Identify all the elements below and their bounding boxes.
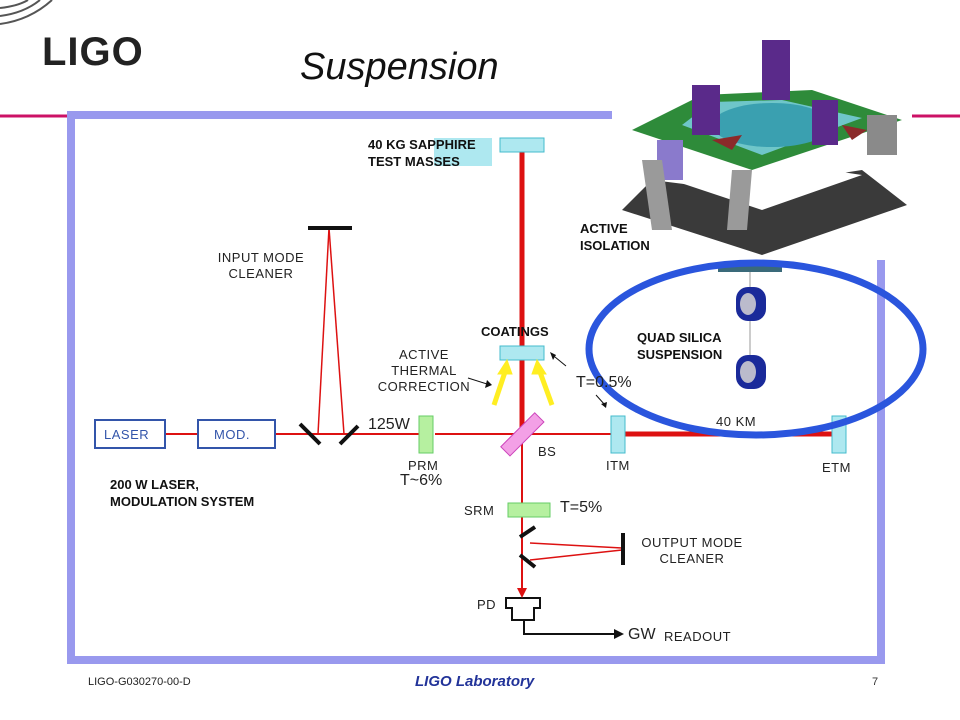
logo: LIGO xyxy=(42,30,144,74)
pd-detector xyxy=(505,597,541,621)
imc-left-mirror xyxy=(298,422,322,446)
laser-label: LASER xyxy=(104,427,150,442)
itm-transmission-label: T=0.5% xyxy=(576,374,632,391)
output-mode-cleaner-label: OUTPUT MODE CLEANER xyxy=(641,535,743,566)
pd-arrow-icon xyxy=(517,588,527,598)
coatings-callout: COATINGS xyxy=(481,324,549,339)
ligo-logo-icon xyxy=(0,0,53,25)
beam-splitter xyxy=(500,412,545,457)
srm-label: SRM xyxy=(464,503,495,518)
prm-transmission-label: T~6% xyxy=(400,472,443,489)
gw-arrow-icon xyxy=(614,629,624,639)
srm-optic xyxy=(507,502,551,518)
active-isolation-illustration xyxy=(612,30,912,260)
thermal-optic xyxy=(499,345,545,361)
omc-mirror-2 xyxy=(518,553,537,569)
srm-transmission-label: T=5% xyxy=(560,499,603,516)
document-id: LIGO-G030270-00-D xyxy=(88,676,191,688)
etm-label: ETM xyxy=(822,460,851,475)
pd-label: PD xyxy=(477,597,497,612)
arm-length-label: 40 KM xyxy=(716,414,757,429)
page-title: Suspension xyxy=(300,46,499,88)
quad-silica-callout: QUAD SILICA SUSPENSION xyxy=(637,330,723,362)
test-masses-callout: 40 KG SAPPHIRE TEST MASSES xyxy=(368,137,476,169)
prm-optic xyxy=(418,415,434,454)
active-isolation-callout: ACTIVE ISOLATION xyxy=(580,221,650,253)
prm-label: PRM xyxy=(408,458,439,473)
bs-label: BS xyxy=(538,444,557,459)
gw-readout-line xyxy=(523,620,614,635)
input-mode-cleaner-label: INPUT MODE CLEANER xyxy=(217,250,305,281)
readout-label: READOUT xyxy=(664,629,732,644)
top-test-mass xyxy=(499,137,545,153)
omc-mirror-1 xyxy=(518,525,537,539)
laser-system-callout: 200 W LASER, MODULATION SYSTEM xyxy=(110,477,255,509)
laser-box xyxy=(94,419,166,449)
imc-right-mirror xyxy=(338,424,360,446)
itm-optic xyxy=(610,415,626,454)
test-masses-highlight xyxy=(434,138,492,166)
itm-label: ITM xyxy=(606,458,630,473)
footer-organization: LIGO Laboratory xyxy=(415,673,535,690)
quad-suspension-illustration xyxy=(718,266,782,389)
mod-label: MOD. xyxy=(214,427,250,442)
page-number: 7 xyxy=(872,676,879,688)
thermal-arrows xyxy=(491,358,555,406)
mod-box xyxy=(197,419,276,449)
gw-label: GW xyxy=(628,626,656,643)
power-label: 125W xyxy=(368,416,410,433)
active-thermal-correction-label: ACTIVE THERMAL CORRECTION xyxy=(377,347,471,394)
